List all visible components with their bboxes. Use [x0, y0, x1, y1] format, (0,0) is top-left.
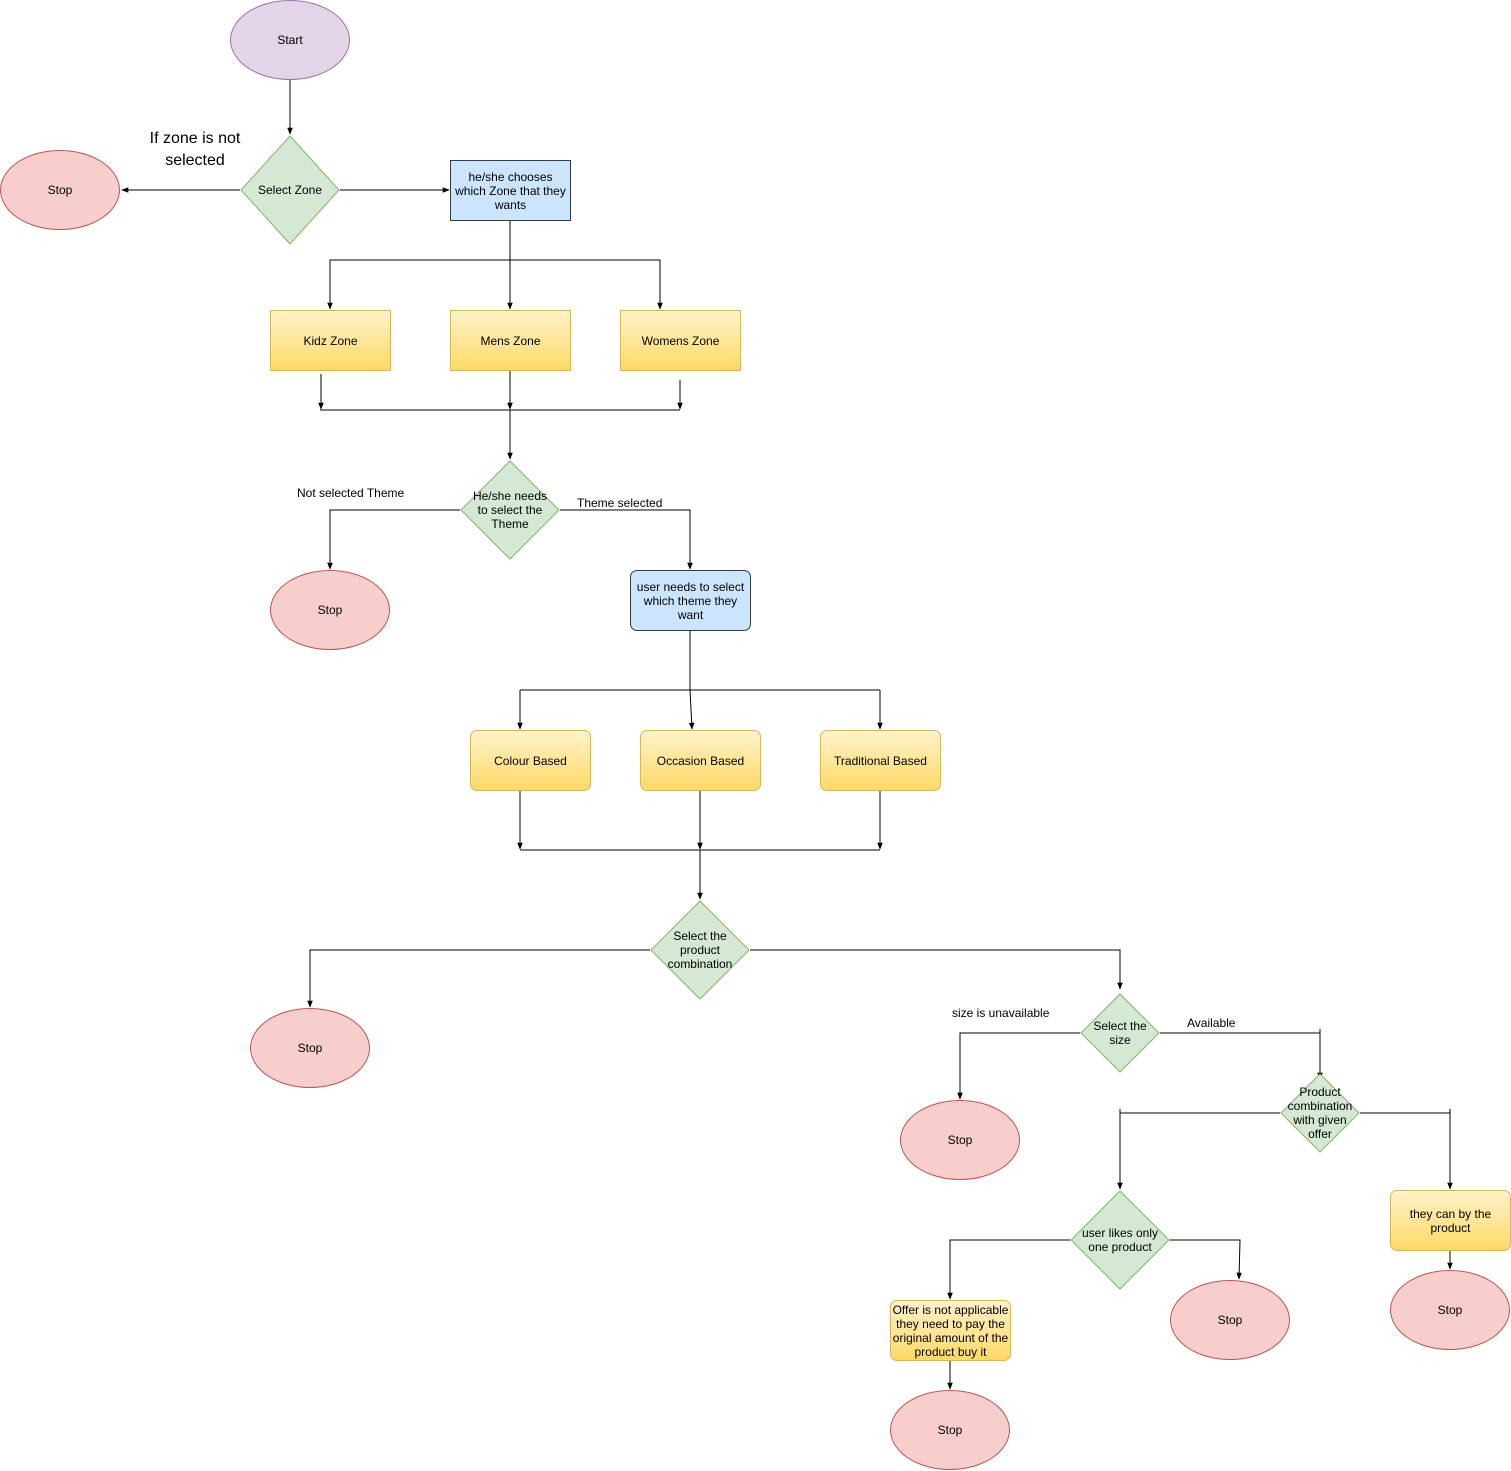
available-label: Available	[1187, 1016, 1236, 1030]
theme-selected-label: Theme selected	[577, 496, 663, 510]
traditional-based-process[interactable]: Traditional Based	[820, 730, 941, 791]
select-combination-decision[interactable]: Select the product combination	[650, 900, 750, 1000]
size-unavailable-label: size is unavailable	[952, 1006, 1050, 1020]
select-zone-decision[interactable]: Select Zone	[240, 135, 340, 245]
stop-label: Stop	[47, 183, 73, 197]
stop-node-size[interactable]: Stop	[900, 1100, 1020, 1180]
colour-based-process[interactable]: Colour Based	[470, 730, 591, 791]
womens-zone-process[interactable]: Womens Zone	[620, 310, 741, 371]
select-zone-label: Select Zone	[257, 183, 323, 197]
edge-combination-to-size	[750, 949, 1123, 990]
kidz-zone-process[interactable]: Kidz Zone	[270, 310, 391, 371]
product-offer-label: Product combination with given offer	[1287, 1085, 1353, 1141]
colour-based-label: Colour Based	[494, 753, 567, 768]
likes-one-label: user likes only one product	[1081, 1226, 1159, 1254]
stop-node-combination[interactable]: Stop	[250, 1008, 370, 1088]
mens-zone-label: Mens Zone	[480, 333, 541, 348]
select-which-theme-process[interactable]: user needs to select which theme they wa…	[630, 570, 751, 631]
not-selected-theme-label: Not selected Theme	[297, 486, 405, 500]
edge-offer-to-likes	[1117, 1112, 1280, 1190]
stop-label: Stop	[297, 1041, 323, 1055]
mens-zone-process[interactable]: Mens Zone	[450, 310, 571, 371]
womens-zone-label: Womens Zone	[641, 333, 720, 348]
buy-product-label: they can by the product	[1409, 1206, 1492, 1235]
stop-label: Stop	[1437, 1303, 1463, 1317]
edge-likes-to-stop	[1170, 1239, 1242, 1280]
select-size-decision[interactable]: Select the size	[1080, 993, 1160, 1073]
stop-label: Stop	[1217, 1313, 1243, 1327]
stop-label: Stop	[317, 603, 343, 617]
offer-not-applicable-label: Offer is not applicable they need to pay…	[892, 1302, 1009, 1359]
product-offer-decision[interactable]: Product combination with given offer	[1280, 1073, 1360, 1153]
traditional-based-label: Traditional Based	[834, 753, 927, 768]
select-theme-decision[interactable]: He/she needs to select the Theme	[460, 460, 560, 560]
stop-label: Stop	[937, 1423, 963, 1437]
select-combination-label: Select the product combination	[667, 929, 733, 971]
edge-offer-to-buy	[1360, 1112, 1453, 1190]
edge-size-to-stop	[957, 1032, 1080, 1100]
select-theme-label: He/she needs to select the Theme	[472, 489, 548, 531]
occasion-based-label: Occasion Based	[656, 753, 745, 768]
edge-likes-to-offer-na	[947, 1239, 1070, 1300]
choose-zone-process[interactable]: he/she chooses which Zone that they want…	[450, 160, 571, 221]
kidz-zone-label: Kidz Zone	[303, 333, 358, 348]
stop-node-buy[interactable]: Stop	[1390, 1270, 1510, 1350]
select-which-theme-label: user needs to select which theme they wa…	[636, 579, 745, 622]
stop-node-offer[interactable]: Stop	[890, 1390, 1010, 1470]
stop-label: Stop	[947, 1133, 973, 1147]
stop-node-theme[interactable]: Stop	[270, 570, 390, 650]
edge-theme-to-select-which	[560, 509, 693, 570]
edge-combination-to-stop	[307, 949, 650, 1008]
edge-theme-to-stop	[327, 509, 460, 570]
stop-node-likes[interactable]: Stop	[1170, 1280, 1290, 1360]
occasion-based-process[interactable]: Occasion Based	[640, 730, 761, 791]
buy-product-process[interactable]: they can by the product	[1390, 1190, 1511, 1251]
edge-which-to-occasion	[688, 630, 695, 730]
likes-one-decision[interactable]: user likes only one product	[1070, 1190, 1170, 1290]
select-size-label: Select the size	[1093, 1019, 1147, 1047]
stop-node-zone[interactable]: Stop	[0, 150, 120, 230]
zone-not-selected-label: If zone is not selected	[149, 130, 241, 169]
start-node[interactable]: Start	[230, 0, 350, 80]
choose-zone-label: he/she chooses which Zone that they want…	[455, 169, 566, 212]
start-label: Start	[277, 33, 303, 47]
offer-not-applicable-process[interactable]: Offer is not applicable they need to pay…	[890, 1300, 1011, 1361]
